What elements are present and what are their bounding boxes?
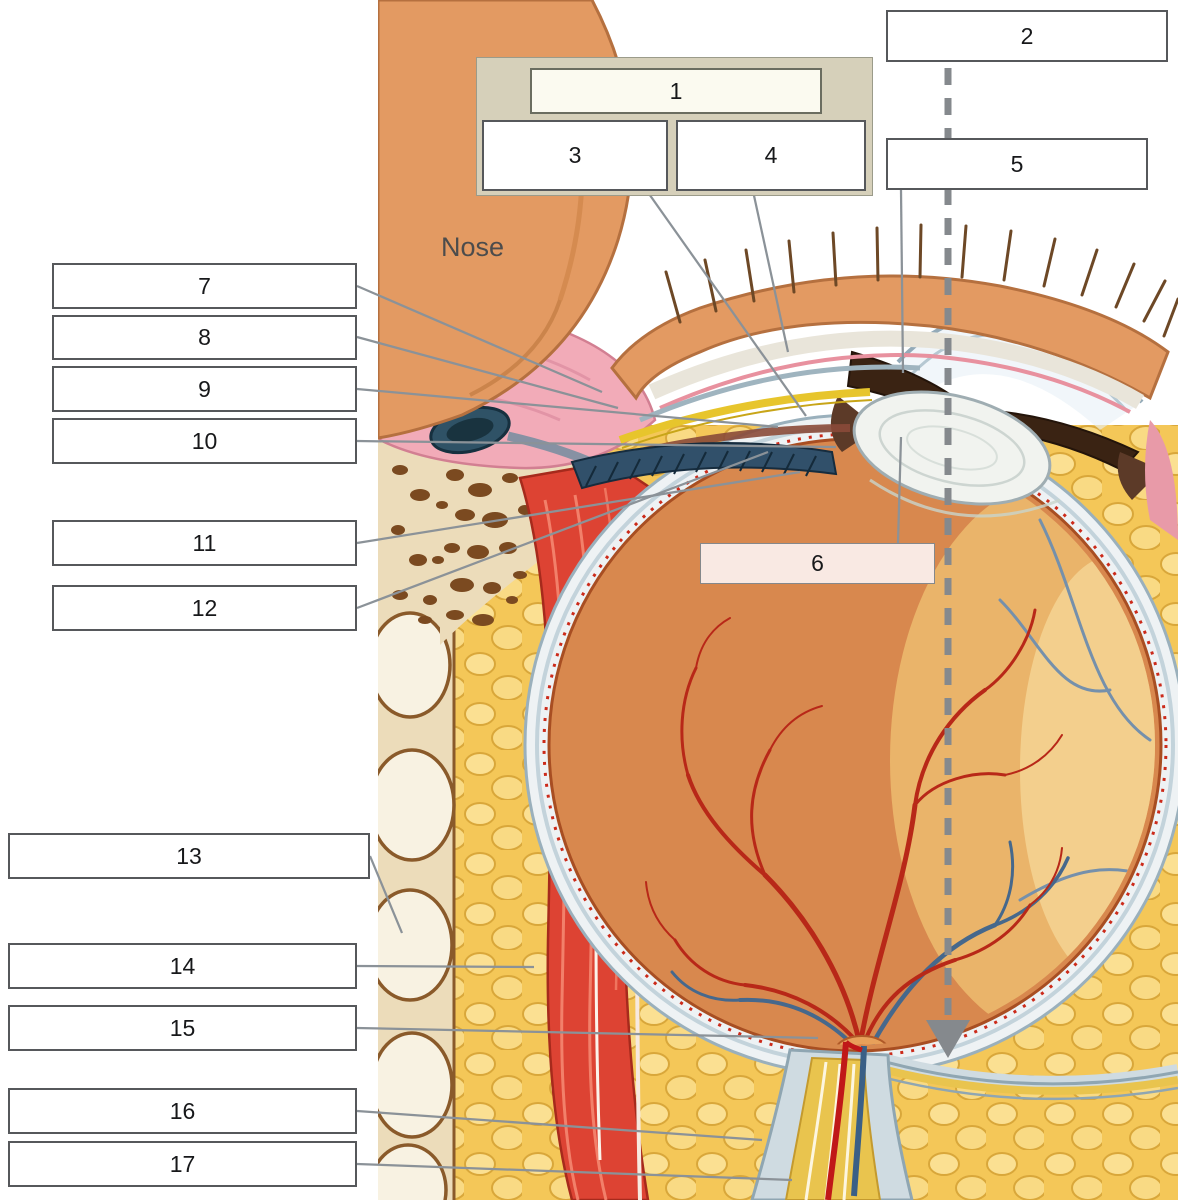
answer-box-7[interactable]: 7 [52, 263, 357, 309]
leader-line-3 [646, 190, 807, 417]
answer-box-7-label: 7 [198, 272, 211, 299]
leader-line-10 [356, 439, 837, 449]
answer-box-10[interactable]: 10 [52, 418, 357, 464]
skull-bone [378, 430, 585, 1200]
leader-line-8 [356, 335, 619, 410]
answer-box-5-label: 5 [1010, 150, 1024, 177]
retinal-vessels [645, 518, 1155, 1045]
answer-box-17[interactable]: 17 [8, 1141, 357, 1187]
answer-box-6[interactable]: 6 [700, 543, 935, 584]
optic-nerve [750, 1040, 1178, 1200]
leader-line-11 [356, 470, 801, 545]
leader-line-14 [356, 964, 535, 969]
axis-arrowhead [926, 1020, 970, 1058]
answer-box-13-label: 13 [176, 842, 202, 869]
leader-line-17 [356, 1162, 793, 1182]
answer-box-3[interactable]: 3 [482, 120, 668, 191]
eyeball [523, 413, 1178, 1077]
answer-box-11[interactable]: 11 [52, 520, 357, 566]
answer-box-14[interactable]: 14 [8, 943, 357, 989]
answer-box-2-label: 2 [1020, 22, 1034, 49]
leader-line-6 [896, 436, 903, 544]
central-retinal-vein [851, 1045, 867, 1197]
answer-box-13[interactable]: 13 [8, 833, 370, 879]
answer-box-12-label: 12 [191, 594, 218, 621]
answer-box-1-label: 1 [669, 77, 683, 104]
leader-line-7 [356, 284, 603, 394]
leader-line-4 [751, 190, 790, 353]
answer-box-2[interactable]: 2 [886, 10, 1168, 62]
answer-box-11-label: 11 [192, 529, 217, 556]
answer-box-9[interactable]: 9 [52, 366, 357, 412]
leader-line-5 [899, 189, 905, 374]
answer-box-16-label: 16 [169, 1097, 196, 1124]
leader-lines [356, 189, 905, 1182]
answer-box-4-label: 4 [764, 142, 778, 168]
answer-box-9-label: 9 [198, 375, 211, 402]
leader-line-13 [368, 855, 404, 934]
answer-box-14-label: 14 [169, 952, 196, 979]
eyelashes [664, 223, 1178, 338]
leader-line-16 [356, 1109, 763, 1142]
answer-box-15[interactable]: 15 [8, 1005, 357, 1051]
answer-box-3-label: 3 [568, 142, 582, 168]
lens [852, 390, 1052, 506]
answer-box-10-label: 10 [191, 427, 218, 454]
optical-axis-line [926, 68, 970, 1058]
tarsus-striations [585, 450, 817, 487]
nose-label: Nose [441, 232, 505, 262]
answer-box-12[interactable]: 12 [52, 585, 357, 631]
leader-line-15 [356, 1026, 819, 1040]
bone-trabeculae [391, 465, 532, 626]
leader-line-12 [356, 450, 769, 610]
answer-box-16[interactable]: 16 [8, 1088, 357, 1134]
answer-box-1[interactable]: 1 [530, 68, 822, 114]
answer-box-8[interactable]: 8 [52, 315, 357, 360]
answer-box-15-label: 15 [169, 1014, 196, 1041]
answer-box-17-label: 17 [169, 1150, 196, 1177]
answer-box-8-label: 8 [198, 324, 211, 350]
leader-line-9 [356, 387, 779, 429]
eyelid [570, 223, 1178, 540]
answer-box-6-label: 6 [811, 550, 824, 576]
answer-box-5[interactable]: 5 [886, 138, 1148, 190]
answer-box-4[interactable]: 4 [676, 120, 866, 191]
central-retinal-artery [825, 1041, 849, 1200]
